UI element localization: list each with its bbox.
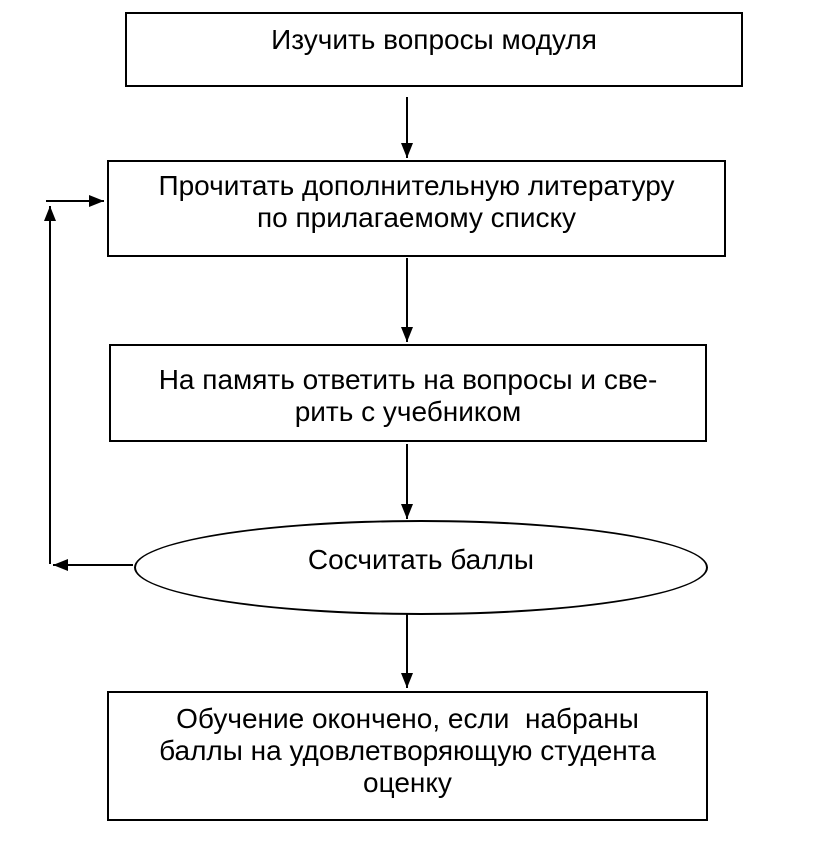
flow-node-answer-from-memory-label: На память ответить на вопросы и све- рит… [158, 364, 658, 427]
flow-node-study-questions: Изучить вопросы модуля [125, 12, 743, 87]
flow-node-count-points-label: Сосчитать баллы [307, 544, 535, 575]
flow-node-read-literature: Прочитать дополнительную литературу по п… [107, 160, 726, 257]
flow-node-count-points-ellipse: Сосчитать баллы [134, 520, 708, 615]
flow-node-training-finished-label: Обучение окончено, если набраны баллы на… [159, 703, 656, 798]
flow-node-read-literature-label: Прочитать дополнительную литературу по п… [158, 170, 675, 233]
flow-node-study-questions-label: Изучить вопросы модуля [271, 24, 597, 55]
flow-node-answer-from-memory: На память ответить на вопросы и све- рит… [109, 344, 707, 442]
flow-node-training-finished: Обучение окончено, если набраны баллы на… [107, 691, 708, 821]
